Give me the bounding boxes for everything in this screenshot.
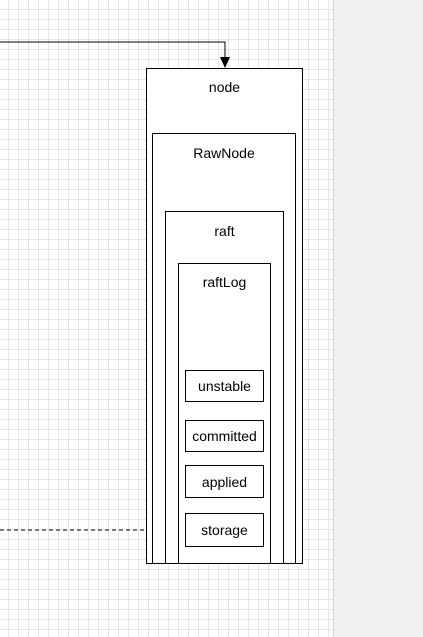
node-label: node [208, 79, 241, 95]
diagram-canvas[interactable]: node RawNode raft raftLog unstable commi… [0, 0, 333, 637]
unstable-field[interactable]: unstable [185, 370, 264, 402]
arrowhead-icon [220, 57, 230, 68]
rawnode-label: RawNode [193, 145, 255, 161]
raft-label: raft [214, 223, 235, 239]
committed-field[interactable]: committed [185, 420, 264, 452]
raftlog-label: raftLog [202, 274, 247, 290]
storage-field[interactable]: storage [185, 513, 264, 547]
incoming-arrow-line[interactable] [0, 41, 226, 62]
format-panel [333, 0, 423, 637]
applied-field[interactable]: applied [185, 465, 264, 498]
